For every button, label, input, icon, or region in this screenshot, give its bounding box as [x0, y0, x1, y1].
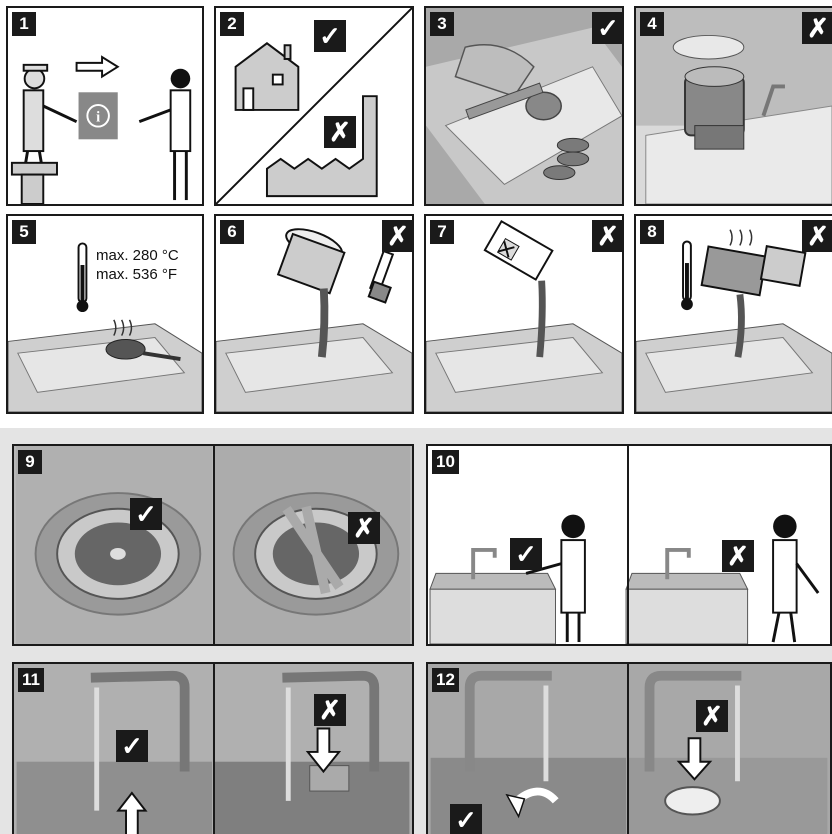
- info-icon: i: [78, 92, 118, 140]
- panel-number: 11: [18, 668, 44, 692]
- panel-6-paint-pouring: 6 ✗: [214, 214, 414, 414]
- stacked-pots-illustration: [636, 34, 832, 204]
- panel-10-sink-posture: 10 ✓ ✗: [426, 444, 832, 646]
- sink-posture-illustration: [429, 514, 820, 644]
- cross-mark-icon: ✗: [802, 220, 832, 252]
- check-mark-icon: ✓: [314, 20, 346, 52]
- photo-divider: [213, 664, 215, 834]
- panel-number: 6: [220, 220, 244, 244]
- temperature-limits: max. 280 °C max. 536 °F: [96, 246, 179, 284]
- hot-pan-illustration: [8, 242, 202, 412]
- panel-5-heat-limit: 5 max. 280 °C max. 536 °F: [6, 214, 204, 414]
- check-mark-icon: ✓: [116, 730, 148, 762]
- cross-mark-icon: ✗: [592, 220, 622, 252]
- panel-number: 10: [432, 450, 459, 474]
- panel-number: 5: [12, 220, 36, 244]
- arrow-right-icon: [75, 55, 120, 79]
- sink-cleaning-photos: [430, 670, 828, 834]
- panel-9-drain-strainer: 9 ✓ ✗: [12, 444, 414, 646]
- check-mark-icon: ✓: [450, 804, 482, 834]
- handover-illustration: i: [10, 55, 192, 204]
- cross-mark-icon: ✗: [348, 512, 380, 544]
- panel-number: 2: [220, 12, 244, 36]
- temperature-fahrenheit: max. 536 °F: [96, 266, 178, 283]
- panel-number: 8: [640, 220, 664, 244]
- check-mark-icon: ✓: [510, 538, 542, 570]
- factory-icon: [265, 95, 378, 198]
- hot-fryer-illustration: [636, 229, 832, 412]
- house-icon: [234, 42, 300, 111]
- panel-number: 3: [430, 12, 454, 36]
- panel-3-cutting-board: 3 ✓: [424, 6, 624, 206]
- panel-8-hot-fryer: 8 ✗: [634, 214, 832, 414]
- thermometer-icon: [681, 240, 693, 311]
- panel-4-stacked-pots: 4 ✗: [634, 6, 832, 206]
- cross-mark-icon: ✗: [722, 540, 754, 572]
- chemical-bottle-illustration: [426, 219, 622, 412]
- panel-12-sink-cleaning: 12 ✓ ✗: [426, 662, 832, 834]
- cross-mark-icon: ✗: [696, 700, 728, 732]
- cross-mark-icon: ✗: [324, 116, 356, 148]
- panel-11-faucet-flow: 11 ✓ ✗: [12, 662, 414, 834]
- panel-number: 4: [640, 12, 664, 36]
- panel-number: 1: [12, 12, 36, 36]
- arrow-down-icon: [676, 737, 713, 781]
- temperature-celsius: max. 280 °C: [96, 247, 179, 264]
- check-mark-icon: ✓: [592, 12, 622, 44]
- curved-arrow-icon: [505, 787, 559, 819]
- panel-number: 12: [432, 668, 459, 692]
- photo-divider: [213, 446, 215, 644]
- paint-pouring-illustration: [216, 228, 412, 412]
- panel-number: 7: [430, 220, 454, 244]
- photo-divider: [627, 446, 629, 644]
- faucet-flow-photos: [16, 670, 410, 834]
- arrow-up-icon: [116, 791, 148, 834]
- thermometer-icon: [76, 242, 89, 313]
- arrow-down-icon: [305, 727, 342, 774]
- panel-1-handover: 1 i: [6, 6, 204, 206]
- cross-mark-icon: ✗: [314, 694, 346, 726]
- cross-mark-icon: ✗: [802, 12, 832, 44]
- check-mark-icon: ✓: [130, 498, 162, 530]
- panel-2-domestic-use: 2 ✓ ✗: [214, 6, 414, 206]
- cross-mark-icon: ✗: [382, 220, 412, 252]
- domestic-use-illustration: [216, 8, 412, 204]
- svg-text:i: i: [96, 110, 100, 126]
- panel-number: 9: [18, 450, 42, 474]
- photo-divider: [627, 664, 629, 834]
- panel-7-chemicals: 7 ✗: [424, 214, 624, 414]
- cutting-board-illustration: [426, 27, 622, 204]
